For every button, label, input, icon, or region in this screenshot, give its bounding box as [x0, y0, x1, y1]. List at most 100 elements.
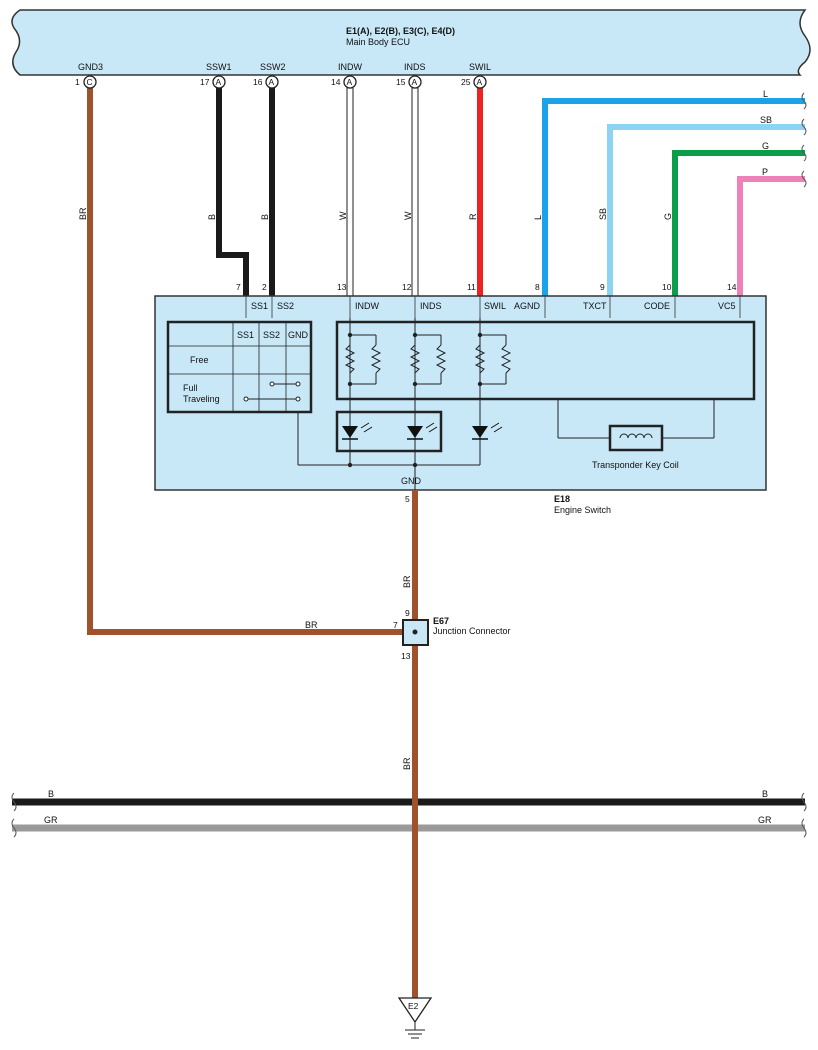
ecu-name: Main Body ECU [346, 37, 410, 47]
led-icon [472, 422, 503, 440]
junction-code: E67 [433, 616, 449, 626]
wire-label-indw: W [338, 211, 348, 220]
resistor-network [335, 320, 756, 401]
resistor-pairs [344, 334, 512, 385]
ecu-pin-conn: C [87, 77, 93, 87]
switch-pin-label: SS2 [277, 301, 294, 311]
ecu-pin-label-ssw2: SSW2 [260, 62, 286, 72]
switch-gnd-num: 5 [405, 494, 410, 504]
wire-agnd [542, 98, 805, 296]
ecu-pin-inds: A 15 [396, 75, 422, 89]
ecu-pin-num: 14 [331, 77, 341, 87]
ecu-pin-num: 16 [253, 77, 263, 87]
ecu-pin-ssw2: A 16 [253, 75, 279, 89]
junction-pin-num: 7 [393, 620, 398, 630]
switch-pin-num: 13 [337, 282, 347, 292]
led-icon [342, 422, 373, 440]
ecu-pin-conn: A [347, 77, 353, 87]
junction-pin-num: 9 [405, 608, 410, 618]
coil-box [608, 424, 664, 452]
ecu-pin-label-ssw1: SSW1 [206, 62, 232, 72]
offpage-label-g: G [762, 141, 769, 151]
ecu-pin-swil: A 25 [461, 75, 487, 89]
switch-pin-num: 11 [467, 282, 476, 292]
led-box [335, 410, 443, 453]
ground-label: E2 [408, 1001, 419, 1011]
table-header-ss2: SS2 [263, 330, 280, 340]
switch-pin-num: 10 [662, 282, 672, 292]
table-row-free: Free [190, 355, 209, 365]
wire-vc5 [737, 176, 805, 296]
wire-txct [607, 124, 805, 296]
ecu-pin-num: 1 [75, 77, 80, 87]
switch-pin-num: 12 [402, 282, 412, 292]
internal-wiring [297, 318, 715, 490]
bus-label-b-right: B [762, 789, 768, 799]
wire-label-gnd3-horizontal: BR [305, 620, 318, 630]
junction-pin-num: 13 [401, 651, 411, 661]
wire-label-ssw2: B [260, 214, 270, 220]
ecu-pin-indw: A 14 [331, 75, 357, 89]
ecu-pin-label-inds: INDS [404, 62, 426, 72]
switch-pin-label: VC5 [718, 301, 736, 311]
ecu-pin-label-indw: INDW [338, 62, 362, 72]
bus-label-gr-right: GR [758, 815, 772, 825]
ecu-pin-conn: A [269, 77, 275, 87]
wire-label-txct: SB [598, 208, 608, 220]
coil-label: Transponder Key Coil [592, 460, 679, 470]
switch-pin-label: INDS [420, 301, 442, 311]
ecu-pin-conn: A [412, 77, 418, 87]
table-row-full-line2: Traveling [183, 394, 220, 404]
ecu-pin-conn: A [477, 77, 483, 87]
ecu-pin-num: 25 [461, 77, 471, 87]
pin-dividers [245, 296, 741, 318]
switch-pin-label: SS1 [251, 301, 268, 311]
ecu-pin-label-gnd3: GND3 [78, 62, 103, 72]
junction-dots [347, 332, 483, 468]
ecu-pin-num: 17 [200, 77, 210, 87]
switch-position-table: SS1 SS2 GND Free Full Traveling [166, 320, 313, 414]
ecu-pin-conn: A [216, 77, 222, 87]
switch-pin-num: 9 [600, 282, 605, 292]
wire-label-swil: R [468, 213, 478, 220]
switch-pin-num: 8 [535, 282, 540, 292]
wire-inds [411, 88, 419, 296]
offpage-label-l: L [763, 89, 768, 99]
switch-pin-num: 2 [262, 282, 267, 292]
offpage-label-p: P [762, 167, 768, 177]
switch-pin-label: AGND [514, 301, 541, 311]
switch-name: Engine Switch [554, 505, 611, 515]
wire-indw [346, 88, 354, 296]
junction-dot [412, 629, 418, 635]
switch-gnd-label: GND [401, 476, 422, 486]
table-row-full-line1: Full [183, 383, 198, 393]
offpage-label-sb: SB [760, 115, 772, 125]
wire-label-gnd-lower: BR [402, 757, 412, 770]
wire-code [672, 150, 805, 296]
switch-pin-label: SWIL [484, 301, 506, 311]
table-header-ss1: SS1 [237, 330, 254, 340]
switch-pin-label: TXCT [583, 301, 607, 311]
ecu-pin-ssw1: A 17 [200, 75, 226, 89]
wire-label-code: G [663, 213, 673, 220]
wire-label-gnd-upper: BR [402, 575, 412, 588]
wire-ssw1 [216, 88, 249, 296]
engine-switch-block [154, 295, 767, 491]
ground-icon [397, 997, 433, 1039]
ecu-block [11, 9, 811, 76]
switch-pin-num: 7 [236, 282, 241, 292]
switch-code: E18 [554, 494, 570, 504]
wire-label-agnd: L [533, 215, 543, 220]
bus-label-b-left: B [48, 789, 54, 799]
offpage-breaks [801, 92, 807, 188]
switch-pin-label: INDW [355, 301, 379, 311]
ecu-pin-num: 15 [396, 77, 406, 87]
junction-name: Junction Connector [433, 626, 511, 636]
wire-label-ssw1: B [207, 214, 217, 220]
bus-label-gr-left: GR [44, 815, 58, 825]
wire-label-gnd3: BR [78, 207, 88, 220]
led-icon [407, 422, 438, 440]
switch-pin-num: 14 [727, 282, 737, 292]
wire-gnd3 [87, 88, 414, 635]
